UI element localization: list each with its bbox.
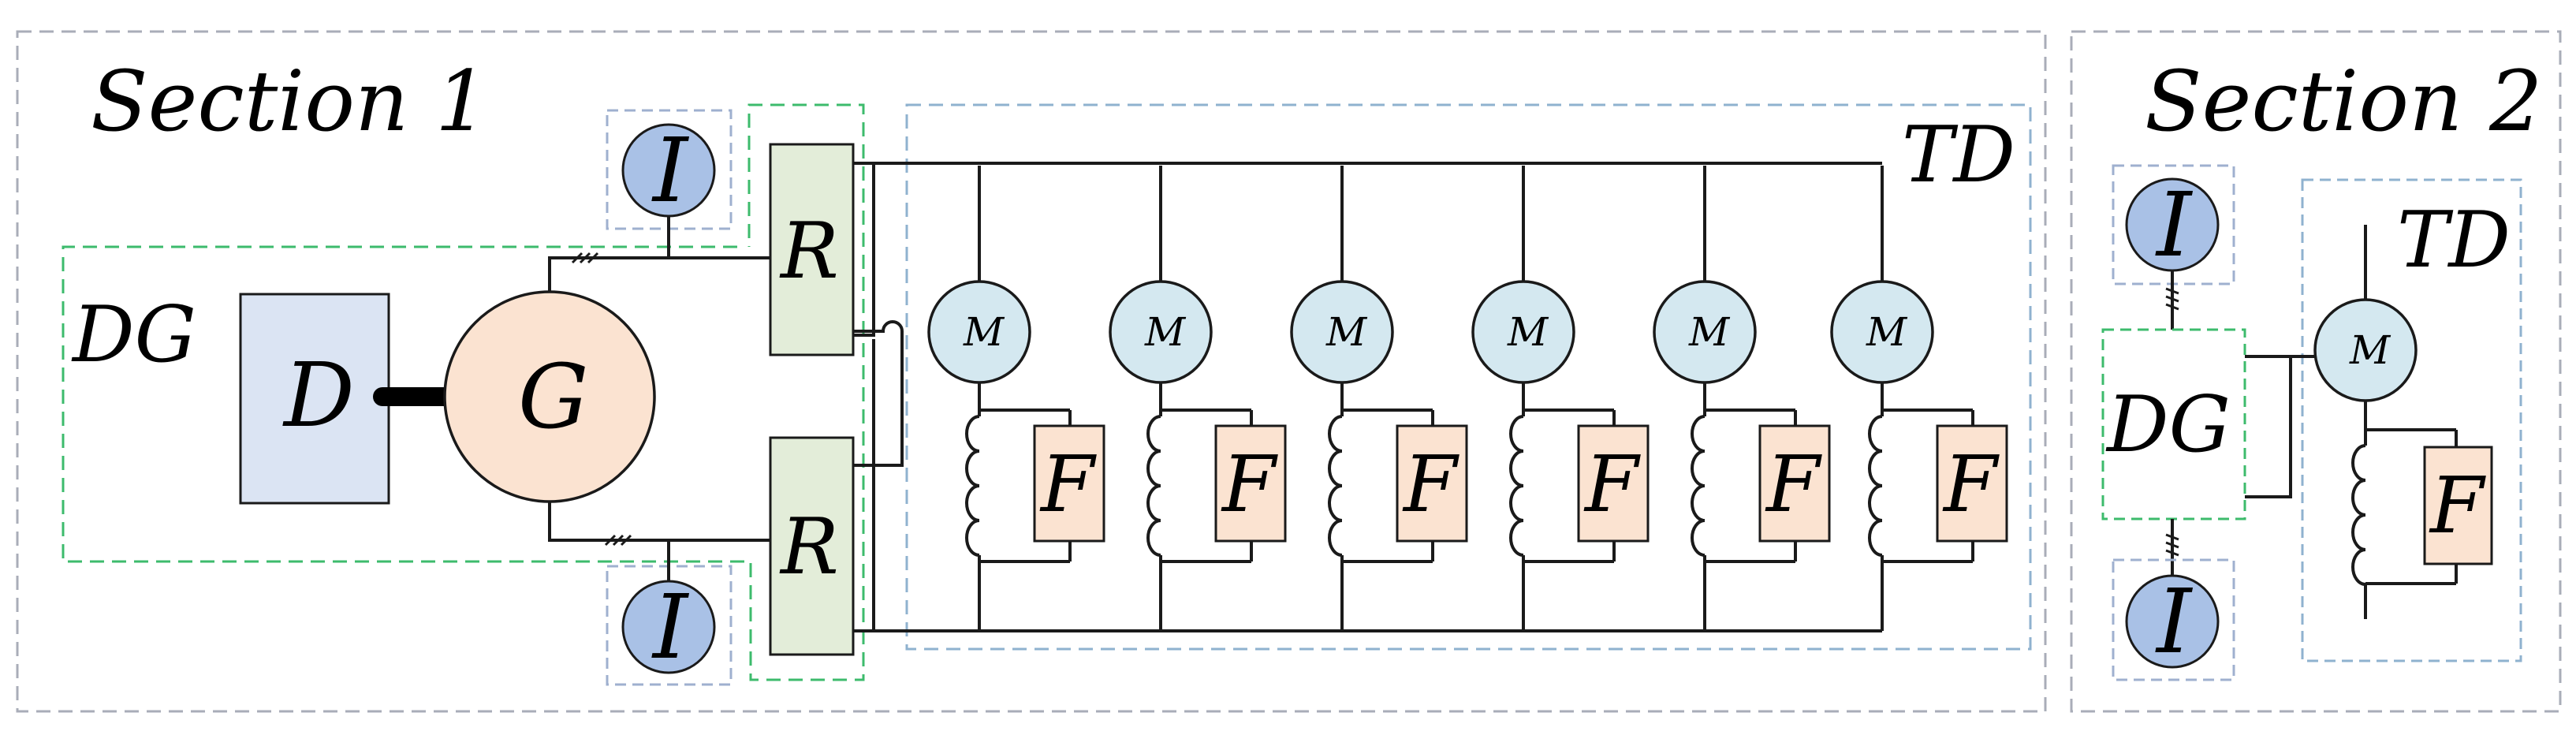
s2-filter xyxy=(2423,446,2493,565)
gen-top-wire xyxy=(548,256,770,292)
section1-title: Section 1 xyxy=(91,53,488,150)
diesel-engine xyxy=(239,293,390,505)
meter-bottom xyxy=(621,580,716,674)
s2-td-box xyxy=(2301,178,2522,662)
s2-dg-label: DG xyxy=(2105,380,2231,470)
section1-border xyxy=(16,30,2047,713)
motor-label: M xyxy=(1688,309,1731,355)
generator-label: G xyxy=(518,346,588,449)
rectifier-bottom-label: R xyxy=(779,502,839,592)
s2-meter-bottom xyxy=(2125,574,2220,669)
filter-label: F xyxy=(1221,440,1278,530)
filter-label: F xyxy=(1583,440,1641,530)
rectifier-bottom xyxy=(769,436,855,656)
motor-unit-4 xyxy=(1471,164,1650,632)
motor-unit-1 xyxy=(927,164,1105,632)
motor-unit-3 xyxy=(1290,164,1468,632)
motor-unit-5 xyxy=(1653,164,1831,632)
motor-label: M xyxy=(1866,309,1908,355)
section2-title: Section 2 xyxy=(2145,53,2542,150)
filter-label: F xyxy=(1942,440,2000,530)
meter-top xyxy=(621,123,716,218)
motor-label: M xyxy=(1144,309,1187,355)
gen-bottom-wire xyxy=(548,502,770,542)
filter-label: F xyxy=(1765,440,1822,530)
s2-meter-bottom-box xyxy=(2112,558,2235,681)
s2-meter-top-label: I xyxy=(2155,174,2194,277)
td-label: TD xyxy=(1902,110,2015,200)
rectifier-top-label: R xyxy=(779,207,839,297)
meter-top-label: I xyxy=(651,120,690,222)
s2-motor-label: M xyxy=(2349,327,2391,373)
td-boundary xyxy=(905,103,2032,651)
motor-unit-2 xyxy=(1109,164,1287,632)
motor-label: M xyxy=(1325,309,1368,355)
motor-label: M xyxy=(963,309,1005,355)
rectifier-top xyxy=(769,143,855,356)
motor-unit-6 xyxy=(1830,164,2008,632)
motor-label: M xyxy=(1507,309,1549,355)
s2-meter-bottom-label: I xyxy=(2155,571,2194,673)
s2-filter-label: F xyxy=(2429,461,2486,551)
meter-bottom-label: I xyxy=(651,576,690,679)
filter-label: F xyxy=(1039,440,1097,530)
diesel-label: D xyxy=(282,345,355,447)
dg-boundary xyxy=(62,103,865,681)
dg-label: DG xyxy=(71,290,196,380)
filter-label: F xyxy=(1402,440,1459,530)
s2-td-label: TD xyxy=(2397,196,2511,285)
section2-border xyxy=(2070,30,2562,713)
